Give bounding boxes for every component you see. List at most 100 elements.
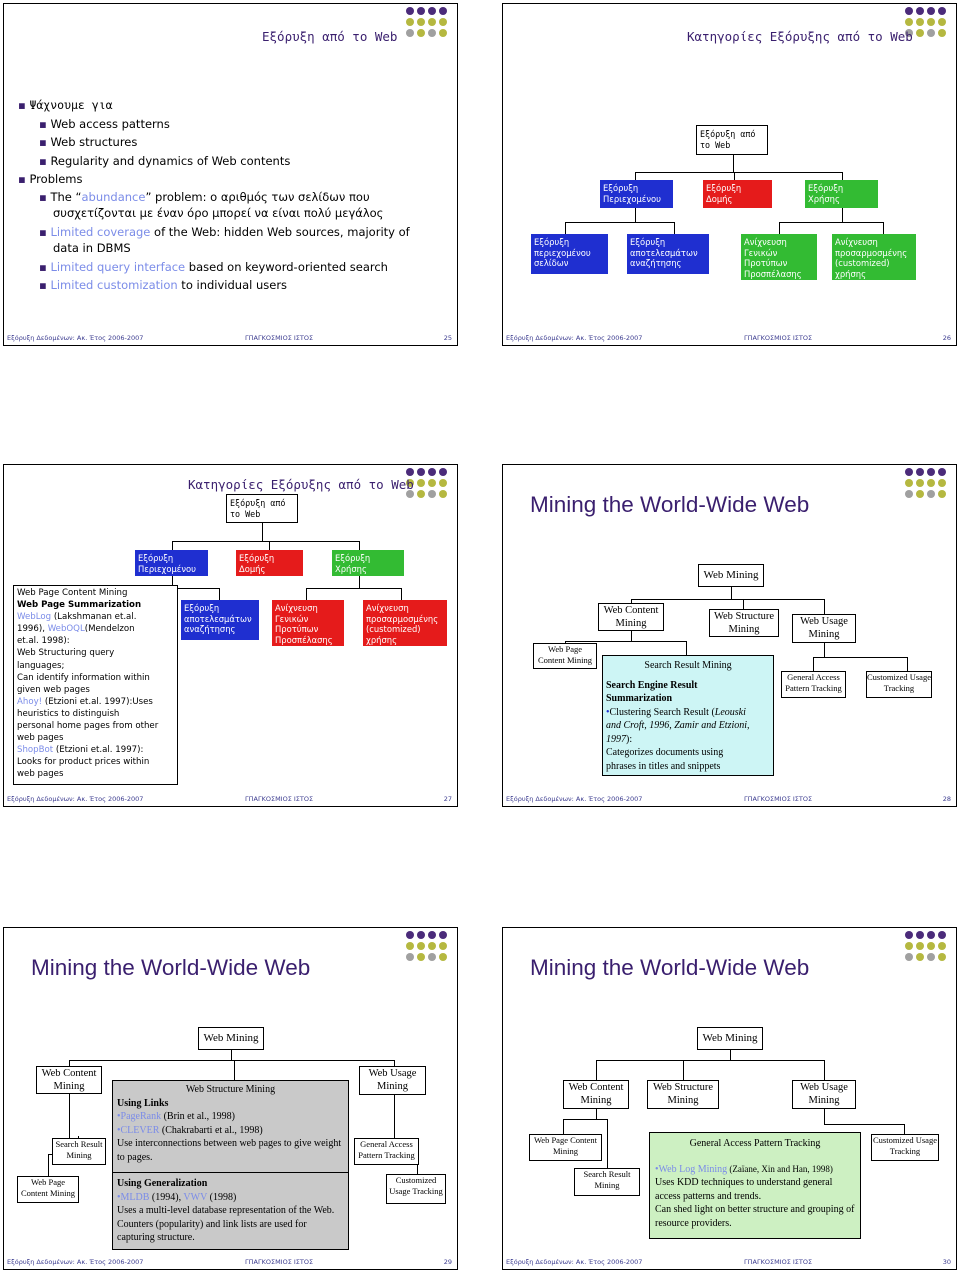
footer-topic: ΓΠΑΓΚΟΣΜΙΟΣ ΙΣΤΟΣ <box>744 1258 813 1266</box>
slide-footer: Εξόρυξη Δεδομένων: Ακ. Έτος 2006-2007 ΓΠ… <box>506 334 953 342</box>
list-item: ▪ Limited coverage of the Web: hidden We… <box>39 224 410 255</box>
slide-title: Κατηγορίες Εξόρυξης από το Web <box>188 477 414 492</box>
decorative-dot <box>417 931 425 939</box>
slide-title: Mining the World-Wide Web <box>31 955 311 980</box>
slide-footer: Εξόρυξη Δεδομένων: Ακ. Έτος 2006-2007 ΓΠ… <box>506 1258 953 1266</box>
node-usage-mining: Web Usage Mining <box>359 1066 426 1095</box>
slide-30: Mining the World-Wide Web Web Mining Web… <box>502 927 957 1270</box>
node-usage-mining: Εξόρυξη Χρήσης <box>805 180 878 208</box>
node-customized: Customized Usage Tracking <box>866 671 932 698</box>
node-search-result: Search Result Mining <box>574 1168 640 1196</box>
decorative-dot <box>428 29 436 37</box>
node-customized: Ανίχνευση προσαρμοσμένης (customized) χρ… <box>363 600 447 646</box>
node-structure-mining: Εξόρυξη Δομής <box>703 180 772 208</box>
node-page-content: Web Page Content Mining <box>533 643 597 669</box>
node-page-content: Εξόρυξη περιεχομένου σελίδων <box>531 234 608 274</box>
decorative-dot <box>439 931 447 939</box>
decorative-dot <box>406 931 414 939</box>
decorative-dot <box>916 490 924 498</box>
page-number: 25 <box>443 334 452 342</box>
decorative-dots <box>905 468 953 504</box>
footer-course: Εξόρυξη Δεδομένων: Ακ. Έτος 2006-2007 <box>506 334 643 342</box>
decorative-dot <box>938 931 946 939</box>
node-usage-mining: Web Usage Mining <box>792 1080 856 1109</box>
decorative-dot <box>938 953 946 961</box>
node-general-access: General Access Pattern Tracking <box>354 1138 419 1165</box>
list-item: ▪ The “abundance” problem: ο αριθμός των… <box>39 189 384 220</box>
footer-course: Εξόρυξη Δεδομένων: Ακ. Έτος 2006-2007 <box>7 795 144 803</box>
decorative-dot <box>927 953 935 961</box>
node-content-mining: Web Content Mining <box>36 1066 102 1094</box>
decorative-dot <box>938 29 946 37</box>
page-number: 26 <box>942 334 951 342</box>
decorative-dot <box>428 953 436 961</box>
decorative-dot <box>905 7 913 15</box>
decorative-dot <box>916 479 924 487</box>
decorative-dot <box>406 7 414 15</box>
detail-box: General Access Pattern Tracking •Web Log… <box>649 1132 861 1239</box>
decorative-dot <box>938 18 946 26</box>
decorative-dot <box>927 18 935 26</box>
node-general-access: General Access Pattern Tracking <box>689 1138 821 1149</box>
slide-footer: Εξόρυξη Δεδομένων: Ακ. Έτος 2006-2007 ΓΠ… <box>506 795 953 803</box>
decorative-dot <box>406 18 414 26</box>
decorative-dot <box>905 29 913 37</box>
node-general-access: Ανίχνευση Γενικών Προτύπων Προσπέλασης <box>272 600 344 646</box>
node-general-access: Ανίχνευση Γενικών Προτύπων Προσπέλασης <box>741 234 817 280</box>
decorative-dots <box>406 931 454 967</box>
node-content-mining: Web Content Mining <box>598 603 664 631</box>
decorative-dots <box>406 7 454 43</box>
decorative-dot <box>428 7 436 15</box>
slide-29: Mining the World-Wide Web Web Mining Web… <box>3 927 458 1270</box>
slide-title: Κατηγορίες Εξόρυξης από το Web <box>687 29 913 44</box>
slide-title: Mining the World-Wide Web <box>530 955 810 980</box>
node-search-result: Search Result Mining <box>52 1138 106 1165</box>
decorative-dots <box>905 7 953 43</box>
decorative-dot <box>417 18 425 26</box>
decorative-dot <box>927 479 935 487</box>
decorative-dot <box>905 942 913 950</box>
decorative-dot <box>406 479 414 487</box>
node-customized: Customized Usage Tracking <box>871 1134 939 1161</box>
decorative-dot <box>905 18 913 26</box>
decorative-dot <box>905 953 913 961</box>
decorative-dot <box>428 479 436 487</box>
decorative-dot <box>927 931 935 939</box>
decorative-dot <box>927 490 935 498</box>
decorative-dot <box>439 29 447 37</box>
decorative-dot <box>938 479 946 487</box>
node-search-result: Εξόρυξη αποτελεσμάτων αναζήτησης <box>181 600 259 640</box>
page-number: 28 <box>942 795 951 803</box>
bullet-list: ▪ Ψάχνουμε για ▪ Web access patterns ▪ W… <box>18 96 448 295</box>
decorative-dot <box>417 490 425 498</box>
node-customized: Customized Usage Tracking <box>386 1174 446 1204</box>
decorative-dot <box>417 468 425 476</box>
decorative-dot <box>417 479 425 487</box>
list-item: ▪ Problems <box>18 172 83 186</box>
decorative-dot <box>439 953 447 961</box>
list-item: ▪ Web structures <box>39 135 138 149</box>
list-item: ▪ Limited query interface based on keywo… <box>39 259 388 274</box>
footer-topic: ΓΠΑΓΚΟΣΜΙΟΣ ΙΣΤΟΣ <box>245 795 314 803</box>
decorative-dot <box>916 931 924 939</box>
decorative-dot <box>927 468 935 476</box>
node-page-content: Web Page Content Mining <box>17 1176 79 1203</box>
slide-25: Εξόρυξη από το Web ▪ Ψάχνουμε για ▪ Web … <box>3 3 458 346</box>
decorative-dot <box>417 953 425 961</box>
decorative-dot <box>916 29 924 37</box>
decorative-dot <box>916 7 924 15</box>
decorative-dot <box>938 942 946 950</box>
decorative-dot <box>916 953 924 961</box>
decorative-dot <box>938 468 946 476</box>
node-general-access: General Access Pattern Tracking <box>781 671 846 698</box>
decorative-dots <box>406 468 454 504</box>
list-item: ▪ Web access patterns <box>39 116 170 131</box>
node-usage-mining: Web Usage Mining <box>792 614 856 643</box>
decorative-dot <box>916 942 924 950</box>
node-page-content: Web Page Content Mining <box>529 1134 602 1161</box>
node-root: Εξόρυξη από το Web <box>696 125 768 155</box>
page-number: 30 <box>942 1258 951 1266</box>
decorative-dot <box>938 7 946 15</box>
decorative-dot <box>905 468 913 476</box>
decorative-dot <box>417 29 425 37</box>
